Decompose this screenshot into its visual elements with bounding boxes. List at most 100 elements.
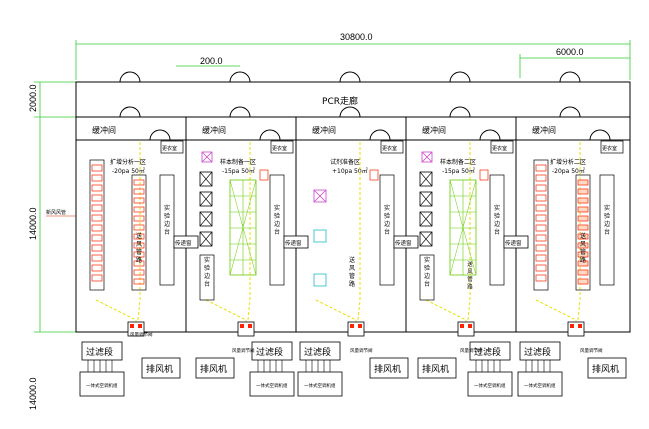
pass-window <box>283 235 309 249</box>
svg-text:台: 台 <box>164 228 170 236</box>
pcr-instrument <box>91 164 103 172</box>
corridor-label: PCR走廊 <box>322 95 358 107</box>
pcr-instrument <box>133 197 145 204</box>
cyan-unit <box>313 273 327 287</box>
pcr-instrument <box>535 244 547 252</box>
lab-bench <box>159 174 175 286</box>
pcr-instrument <box>535 174 547 182</box>
buffer-room-label: 缓冲间 <box>92 125 116 135</box>
lab-bench <box>489 174 505 286</box>
pcr-instrument <box>535 164 547 172</box>
ahu-unit-box <box>297 371 343 397</box>
pcr-instrument <box>133 233 145 240</box>
room-name: 样本制备二区 <box>440 158 476 166</box>
air-valve-label: 风量调节阀 <box>580 347 603 354</box>
pass-window <box>503 235 529 249</box>
pcr-instrument <box>133 242 145 249</box>
svg-text:实: 实 <box>204 256 210 264</box>
pcr-instrument <box>133 251 145 258</box>
pcr-instrument <box>577 233 589 240</box>
dim-right-room-width: 6000.0 <box>556 47 584 57</box>
building-walls <box>75 71 631 333</box>
svg-text:风: 风 <box>467 269 473 276</box>
damper-marker <box>138 324 142 328</box>
exhaust-fan-label: 排风机 <box>374 363 401 375</box>
room-name: 样本制备一区 <box>220 158 256 166</box>
filter-section-box <box>251 341 293 361</box>
hood-icon-cross <box>313 189 327 203</box>
pass-window-label: 传递窗 <box>395 239 412 247</box>
dim-room-height: 14000.0 <box>28 207 38 240</box>
svg-text:台: 台 <box>204 280 210 288</box>
supply-duct-line <box>247 142 251 321</box>
room-name: 扩增分析二区 <box>550 158 586 166</box>
exhaust-fan-box <box>195 357 235 379</box>
svg-text:边: 边 <box>494 220 500 228</box>
pcr-instrument <box>577 224 589 231</box>
dim-corridor-offset: 200.0 <box>200 56 223 66</box>
buffer-room-label: 缓冲间 <box>532 125 556 135</box>
lab-bench <box>269 174 285 286</box>
pcr-instrument <box>133 224 145 231</box>
exhaust-fan-box <box>369 357 409 379</box>
cyan-unit <box>313 229 327 243</box>
pcr-instrument <box>91 244 103 252</box>
room-pressure: -15pa 50㎡ <box>222 167 255 175</box>
pcr-instrument <box>133 215 145 222</box>
damper-marker <box>468 324 472 328</box>
svg-text:验: 验 <box>274 212 280 220</box>
air-valve-label: 风量调节阀 <box>460 347 483 354</box>
dim-corridor-height: 2000.0 <box>28 84 38 112</box>
biosafety-cabinet <box>419 231 433 247</box>
exhaust-fan-5: 排风机 <box>587 357 627 379</box>
room-name: 试剂准备区 <box>330 158 360 166</box>
hood-icon-cross <box>201 151 213 163</box>
dimension-lines <box>34 40 631 333</box>
red-fixture <box>479 169 489 181</box>
exhaust-fan-label: 排风机 <box>200 363 227 375</box>
room-pressure: -20pa 50㎡ <box>112 167 145 175</box>
lab-bench <box>599 174 615 286</box>
svg-text:台: 台 <box>424 280 430 288</box>
svg-text:边: 边 <box>604 220 610 228</box>
svg-text:路: 路 <box>349 280 355 288</box>
filter-section-label: 过滤段 <box>474 346 501 358</box>
grid-diagonal <box>229 179 257 276</box>
pcr-instrument <box>91 224 103 232</box>
fresh-air-label: 新风风管 <box>46 209 66 216</box>
ahu-unit-label: 一体式空调机组 <box>256 382 288 389</box>
filter-section-label: 过滤段 <box>524 346 551 358</box>
svg-text:验: 验 <box>604 212 610 220</box>
buffer-room-label: 缓冲间 <box>202 125 226 135</box>
svg-text:风: 风 <box>580 241 586 248</box>
pcr-instrument <box>133 188 145 195</box>
locker-label: 更衣室 <box>492 145 507 152</box>
svg-text:验: 验 <box>384 212 390 220</box>
cabinet-cross <box>419 171 433 187</box>
filter-section-box <box>299 341 341 361</box>
filter-section-label: 过滤段 <box>304 346 331 358</box>
svg-text:验: 验 <box>494 212 500 220</box>
biosafety-cabinet <box>419 211 433 227</box>
pcr-instrument <box>91 214 103 222</box>
svg-text:管: 管 <box>467 275 473 283</box>
pcr-instrument <box>91 234 103 242</box>
pcr-instrument <box>535 274 547 282</box>
pcr-instrument <box>91 264 103 272</box>
pcr-instrument <box>535 254 547 262</box>
locker-box <box>270 140 294 154</box>
